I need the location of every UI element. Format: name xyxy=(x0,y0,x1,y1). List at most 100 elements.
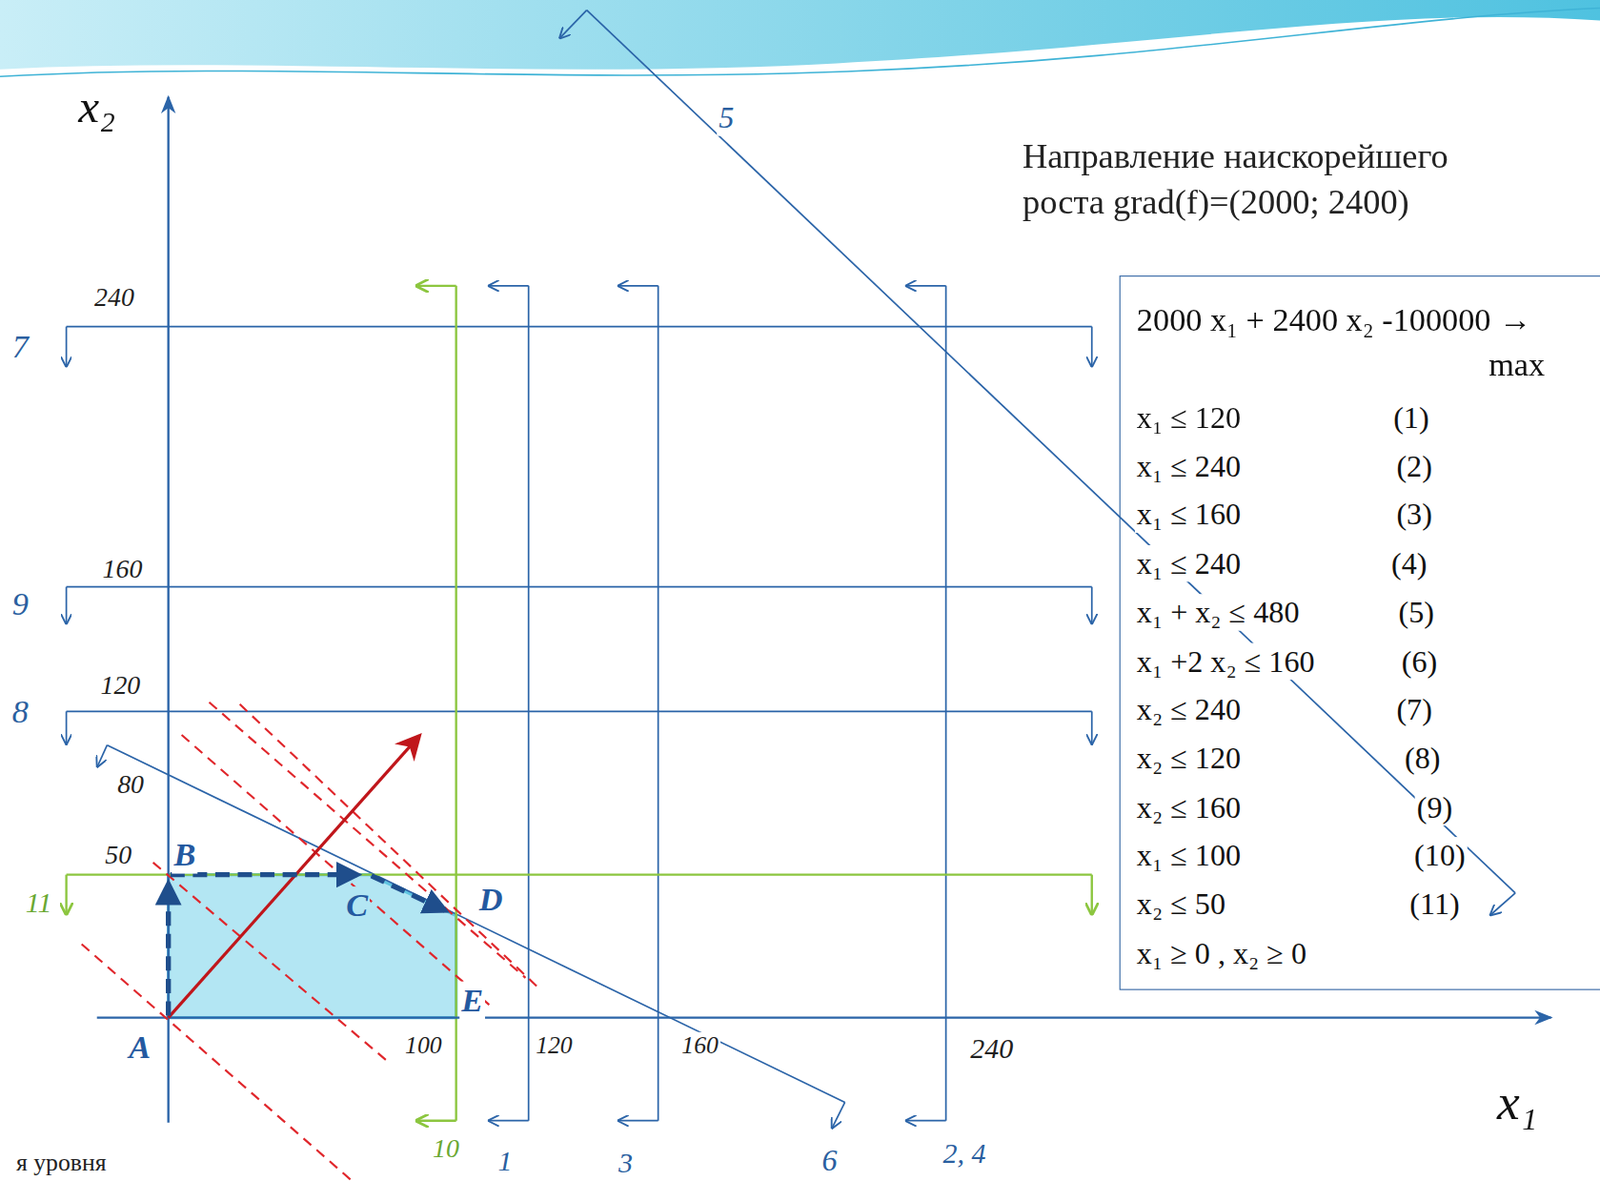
simplex-step xyxy=(165,883,171,1015)
constraint-formula: x₁ + x₂ ≤ 480 xyxy=(1134,593,1302,631)
constraint-hook xyxy=(65,710,68,745)
constraint-hook xyxy=(1091,710,1094,745)
axes xyxy=(97,97,1552,1123)
constraint-index: (10) xyxy=(1412,836,1468,874)
simplex-path xyxy=(168,874,446,1016)
constraint-index: (8) xyxy=(1402,739,1443,777)
axis-label: x₂ xyxy=(76,80,118,135)
constraint-line xyxy=(66,709,1093,712)
constraint-number: 1 xyxy=(495,1144,514,1177)
constraint-hook xyxy=(1489,892,1516,916)
constraint-line xyxy=(454,285,457,1121)
constraint-number: 10 xyxy=(430,1134,462,1165)
constraint-number: 2, 4 xyxy=(940,1136,988,1170)
header-wave xyxy=(0,0,1600,70)
constraint-hook xyxy=(65,587,68,626)
axis xyxy=(167,97,170,1123)
constraint-hook xyxy=(617,284,659,287)
gradient-note: Направление наискорейшего роста grad(f)=… xyxy=(1020,132,1454,224)
constraint-number: 8 xyxy=(10,692,31,730)
vertex-label: D xyxy=(477,880,506,918)
constraint-formula: x₁ ≤ 240 xyxy=(1134,447,1243,486)
constraint-formula: x₁ ≤ 160 xyxy=(1134,495,1243,533)
constraint-line xyxy=(106,745,845,1103)
constraint-number: 3 xyxy=(616,1146,635,1179)
vertex-label: E xyxy=(459,981,486,1019)
constraint-formula: x₁ ≤ 240 xyxy=(1134,545,1243,583)
constraint-hook xyxy=(617,1119,659,1122)
simplex-step xyxy=(371,875,446,911)
constraint-index: (3) xyxy=(1394,495,1435,533)
level-line xyxy=(153,862,388,1062)
level-line-note: я уровня xyxy=(14,1149,109,1178)
constraint-index: (4) xyxy=(1389,545,1430,583)
tick-label: 240 xyxy=(968,1032,1015,1066)
axis xyxy=(97,1015,1552,1018)
tick-label: 120 xyxy=(533,1032,575,1061)
constraint-number: 9 xyxy=(10,585,31,623)
tick-label: 80 xyxy=(115,769,146,800)
constraint-index: (11) xyxy=(1407,885,1462,923)
constraint-formula: x₂ ≤ 120 xyxy=(1134,739,1243,777)
tick-label: 50 xyxy=(102,839,134,871)
constraint-formula: x₂ ≤ 160 xyxy=(1134,789,1243,827)
constraint-hook xyxy=(905,284,947,287)
level-line xyxy=(240,704,542,991)
constraint-number: 11 xyxy=(23,886,55,919)
gradient-arrow xyxy=(168,736,419,1017)
constraint-hook xyxy=(831,1101,846,1129)
level-line xyxy=(182,734,490,1006)
vertex-label: A xyxy=(126,1028,153,1066)
constraint-index: (1) xyxy=(1391,399,1432,437)
tick-label: 120 xyxy=(98,670,142,702)
constraint-formula: x₁ +2 x₂ ≤ 160 xyxy=(1134,643,1317,681)
constraint-line xyxy=(66,325,1093,328)
constraint-line xyxy=(66,872,1093,875)
constraint-hook xyxy=(415,1119,457,1122)
tick-label: 160 xyxy=(100,553,144,585)
constraint-hook xyxy=(905,1119,947,1122)
constraint-hook xyxy=(415,284,457,287)
constraint-line xyxy=(945,285,948,1121)
constraint-hook xyxy=(487,284,529,287)
problem-box: 2000 x₁ + 2400 x₂ -100000 → max x₁ ≤ 120 (… xyxy=(1119,275,1600,991)
constraint-index: (2) xyxy=(1394,447,1435,486)
constraint-line xyxy=(66,586,1093,588)
constraint-index: (7) xyxy=(1394,690,1435,729)
feasible-region xyxy=(168,874,457,1018)
constraint-lines xyxy=(66,10,1517,1130)
constraint-line xyxy=(527,285,530,1121)
constraint-line xyxy=(587,10,1516,893)
level-line xyxy=(81,943,353,1180)
constraint-hook xyxy=(65,326,68,368)
objective-function: 2000 x₁ + 2400 x₂ -100000 → max xyxy=(1134,297,1548,387)
constraint-hook xyxy=(559,10,588,40)
constraint-number: 6 xyxy=(819,1142,839,1178)
level-lines xyxy=(81,702,542,1181)
tick-label: 160 xyxy=(679,1032,721,1061)
constraint-hook xyxy=(1091,874,1094,916)
vertex-label: C xyxy=(344,886,370,924)
simplex-step xyxy=(170,871,358,877)
vertex-label: B xyxy=(171,835,198,873)
level-line xyxy=(209,702,527,978)
constraint-line xyxy=(657,285,660,1121)
constraint-formula: x₁ ≤ 120 xyxy=(1134,399,1243,437)
constraint-index: (6) xyxy=(1399,643,1440,681)
constraint-index: (5) xyxy=(1396,593,1437,631)
header-wave-line xyxy=(0,8,1600,78)
constraint-hook xyxy=(1091,326,1094,368)
constraint-formula: x₁ ≤ 100 xyxy=(1134,836,1243,874)
tick-label: 100 xyxy=(403,1032,445,1061)
active-constraints xyxy=(66,285,1093,1121)
constraint-formula: x₂ ≤ 240 xyxy=(1134,690,1243,729)
constraint-hook xyxy=(1091,587,1094,626)
constraint-index: (9) xyxy=(1415,789,1456,827)
constraint-hook xyxy=(97,745,108,769)
tick-label: 240 xyxy=(92,283,137,314)
constraint-number: 5 xyxy=(716,100,736,136)
constraint-formula: x₁ ≥ 0 , x₂ ≥ 0 xyxy=(1134,934,1309,973)
constraint-number: 7 xyxy=(10,327,31,365)
